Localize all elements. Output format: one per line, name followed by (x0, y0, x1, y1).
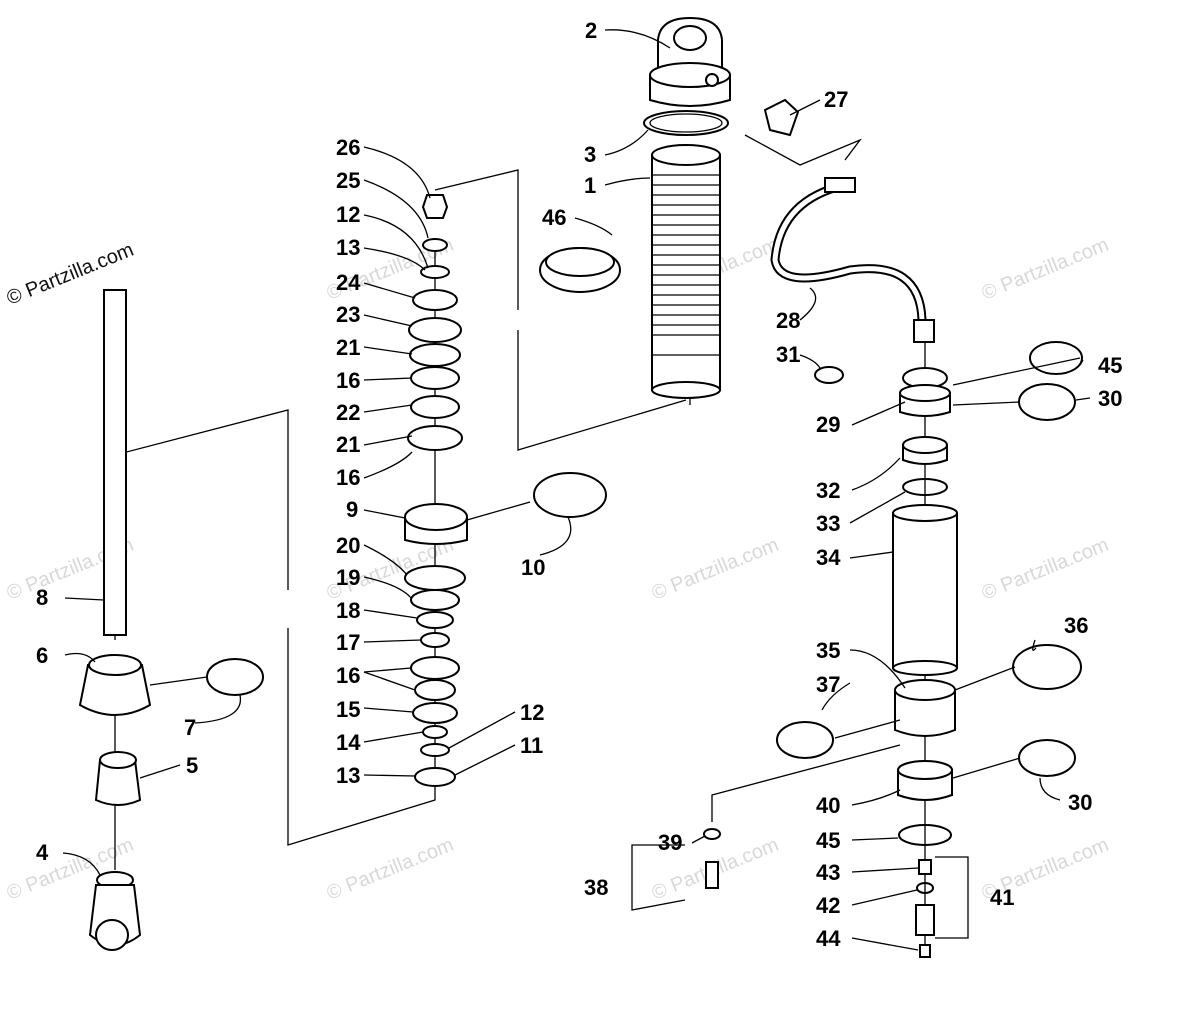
callout-1: 1 (584, 173, 596, 198)
watermark-faint: © Partzilla.com (649, 534, 782, 605)
callout-40: 40 (816, 793, 840, 818)
callout-7: 7 (184, 715, 196, 740)
callout-39: 39 (658, 830, 682, 855)
callout-33: 33 (816, 511, 840, 536)
callout-30-low: 30 (1068, 790, 1092, 815)
callout-21-mid: 21 (336, 432, 360, 457)
callout-10: 10 (521, 555, 545, 580)
callout-46: 46 (542, 205, 566, 230)
callout-labels: 2 27 26 3 25 1 12 46 13 24 23 28 21 31 4… (36, 18, 1122, 951)
callout-29: 29 (816, 412, 840, 437)
callout-9: 9 (346, 497, 358, 522)
callout-35: 35 (816, 638, 840, 663)
callout-8: 8 (36, 585, 48, 610)
callout-37: 37 (816, 672, 840, 697)
callout-16-low: 16 (336, 663, 360, 688)
leader-lines (62, 29, 1091, 951)
callout-45-top: 45 (1098, 353, 1122, 378)
callout-22: 22 (336, 400, 360, 425)
valve-stack (404, 194, 468, 787)
callout-19: 19 (336, 565, 360, 590)
callout-45-low: 45 (816, 828, 840, 853)
callout-28: 28 (776, 308, 800, 333)
callout-17: 17 (336, 630, 360, 655)
callout-42: 42 (816, 893, 840, 918)
callout-44: 44 (816, 926, 841, 951)
callout-18: 18 (336, 598, 360, 623)
callout-25: 25 (336, 168, 360, 193)
callout-16-top: 16 (336, 368, 360, 393)
callout-11: 11 (520, 733, 543, 758)
callout-21-top: 21 (336, 335, 360, 360)
watermark-faint: © Partzilla.com (979, 234, 1112, 305)
shock-top-eye (649, 16, 731, 107)
callout-36: 36 (1064, 613, 1088, 638)
callout-13-top: 13 (336, 235, 360, 260)
shock-body (651, 144, 721, 399)
callout-30-top: 30 (1098, 386, 1122, 411)
callout-13-low: 13 (336, 763, 360, 788)
callout-32: 32 (816, 478, 840, 503)
callout-26: 26 (336, 135, 360, 160)
callout-20: 20 (336, 533, 360, 558)
callout-12-top: 12 (336, 202, 360, 227)
watermark-faint: © Partzilla.com (979, 534, 1112, 605)
callout-23: 23 (336, 302, 360, 327)
callout-6: 6 (36, 643, 48, 668)
callout-16-mid: 16 (336, 465, 360, 490)
callout-5: 5 (186, 753, 198, 778)
callout-3: 3 (584, 142, 596, 167)
callout-15: 15 (336, 697, 360, 722)
callout-31: 31 (776, 342, 800, 367)
callout-12-low: 12 (520, 700, 544, 725)
parts-drawing (78, 16, 1083, 958)
callout-43: 43 (816, 860, 840, 885)
callout-24: 24 (336, 270, 361, 295)
callout-4: 4 (36, 840, 49, 865)
callout-34: 34 (816, 545, 841, 570)
callout-27: 27 (824, 87, 848, 112)
watermark-faint: © Partzilla.com (324, 834, 457, 905)
callout-2: 2 (585, 18, 597, 43)
callout-41: 41 (990, 885, 1014, 910)
callout-38: 38 (584, 875, 608, 900)
callout-14: 14 (336, 730, 361, 755)
